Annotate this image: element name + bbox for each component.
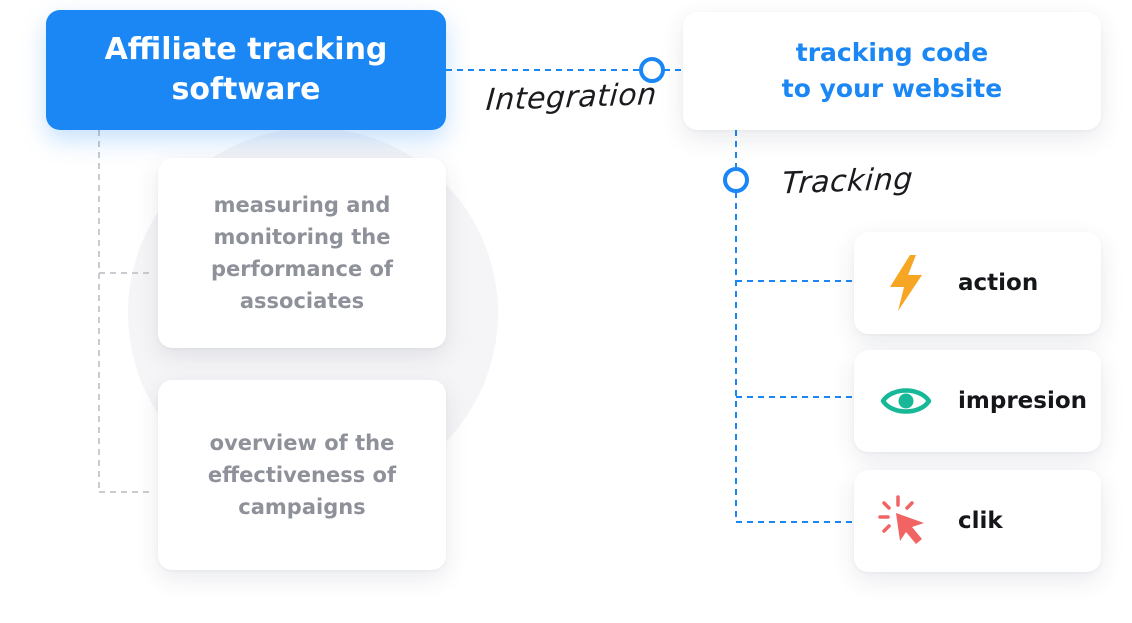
tracking-item-impresion: impresion <box>854 350 1101 452</box>
tracking-item-action: action <box>854 232 1101 334</box>
tracking-connector <box>735 130 852 523</box>
tracking-code-box: tracking code to your website <box>683 12 1101 130</box>
tracking-item-clik: clik <box>854 470 1101 572</box>
tracking-item-label: clik <box>958 508 1003 534</box>
main-title-line2: software <box>171 72 321 107</box>
left-connector <box>98 130 152 493</box>
code-line2: to your website <box>781 74 1003 103</box>
tracking-node <box>723 167 749 193</box>
cursor-click-icon <box>854 470 958 572</box>
eye-icon <box>854 350 958 452</box>
integration-node <box>639 57 665 83</box>
code-line1: tracking code <box>795 38 989 67</box>
info-text: measuring and monitoring the performance… <box>210 193 394 313</box>
info-box-performance: measuring and monitoring the performance… <box>158 158 446 348</box>
tracking-label: Tracking <box>780 161 915 202</box>
tracking-item-label: impresion <box>958 388 1088 414</box>
info-box-effectiveness: overview of the effectiveness of campaig… <box>158 380 446 570</box>
main-title-line1: Affiliate tracking <box>104 32 388 67</box>
lightning-icon <box>854 232 958 334</box>
affiliate-software-box: Affiliate tracking software <box>46 10 446 130</box>
tracking-item-label: action <box>958 270 1039 296</box>
info-text: overview of the effectiveness of campaig… <box>207 431 397 519</box>
integration-label: Integration <box>484 76 658 119</box>
